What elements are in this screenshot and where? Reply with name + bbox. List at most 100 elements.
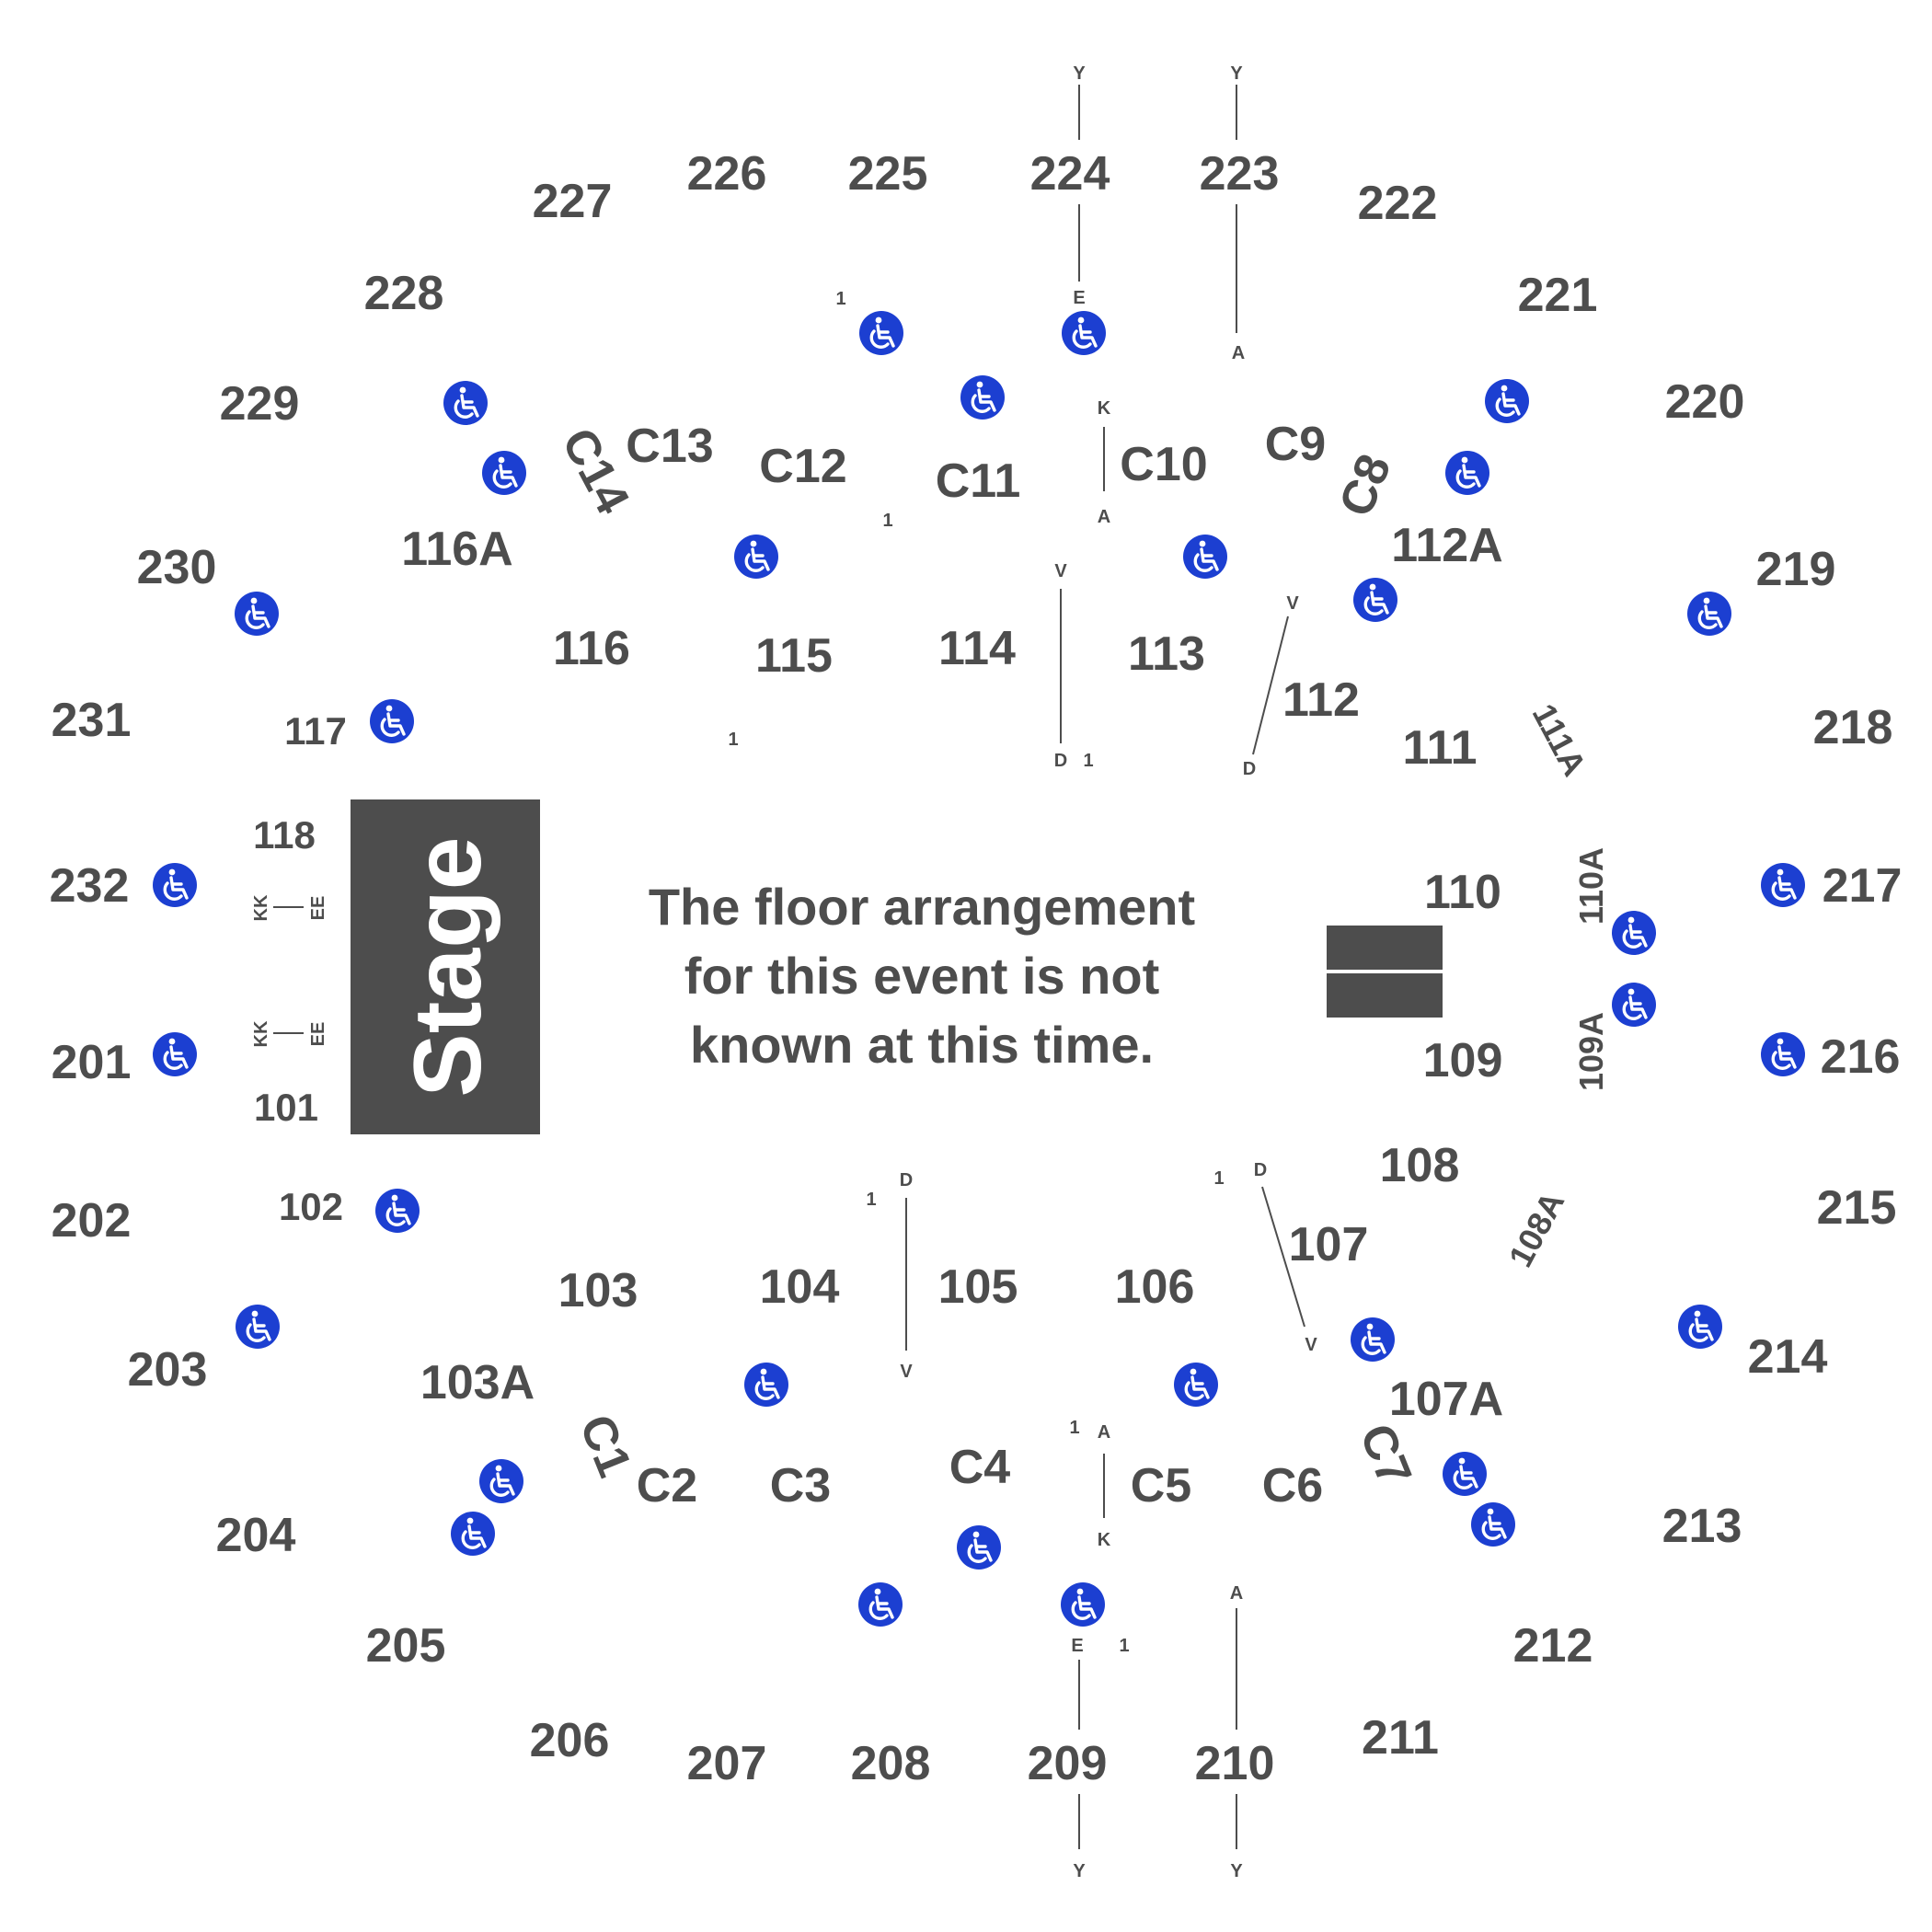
section-230[interactable]: 230 [137, 541, 217, 594]
section-225[interactable]: 225 [848, 147, 928, 201]
section-209[interactable]: 209 [1028, 1737, 1108, 1790]
section-232[interactable]: 232 [50, 859, 130, 913]
section-c3[interactable]: C3 [770, 1459, 831, 1512]
section-223[interactable]: 223 [1200, 147, 1280, 201]
wheelchair-icon[interactable] [234, 1303, 282, 1351]
section-c8[interactable]: C8 [1329, 447, 1402, 523]
section-110A[interactable]: 110A [1572, 847, 1610, 925]
section-105[interactable]: 105 [938, 1260, 1018, 1314]
section-214[interactable]: 214 [1748, 1330, 1828, 1384]
wheelchair-icon[interactable] [1759, 1030, 1807, 1078]
section-107A[interactable]: 107A [1389, 1373, 1503, 1426]
section-c7[interactable]: C7 [1349, 1417, 1421, 1493]
section-116A[interactable]: 116A [401, 523, 512, 576]
section-203[interactable]: 203 [128, 1343, 208, 1397]
wheelchair-icon[interactable] [1469, 1501, 1517, 1548]
section-115[interactable]: 115 [755, 629, 833, 683]
wheelchair-icon[interactable] [1610, 981, 1658, 1029]
section-207[interactable]: 207 [687, 1737, 767, 1790]
section-109A[interactable]: 109A [1572, 1012, 1610, 1091]
section-c4[interactable]: C4 [949, 1441, 1011, 1494]
wheelchair-icon[interactable] [449, 1510, 497, 1558]
wheelchair-icon[interactable] [959, 374, 1006, 421]
section-108[interactable]: 108 [1380, 1139, 1460, 1192]
wheelchair-icon[interactable] [1349, 1316, 1397, 1363]
wheelchair-icon[interactable] [1610, 909, 1658, 957]
wheelchair-icon[interactable] [1676, 1303, 1724, 1351]
section-c13[interactable]: C13 [626, 420, 713, 473]
section-224[interactable]: 224 [1030, 147, 1110, 201]
section-217[interactable]: 217 [1823, 859, 1903, 913]
section-211[interactable]: 211 [1362, 1711, 1439, 1765]
wheelchair-icon[interactable] [1483, 377, 1531, 425]
wheelchair-icon[interactable] [1685, 590, 1733, 638]
section-107[interactable]: 107 [1289, 1218, 1369, 1271]
section-221[interactable]: 221 [1518, 269, 1598, 322]
section-c10[interactable]: C10 [1120, 438, 1207, 491]
wheelchair-icon[interactable] [1759, 861, 1807, 909]
section-c2[interactable]: C2 [637, 1459, 697, 1512]
section-113[interactable]: 113 [1128, 627, 1205, 681]
section-102[interactable]: 102 [279, 1185, 343, 1228]
wheelchair-icon[interactable] [480, 449, 528, 497]
section-218[interactable]: 218 [1813, 701, 1893, 754]
wheelchair-icon[interactable] [1059, 1581, 1107, 1628]
section-204[interactable]: 204 [216, 1509, 296, 1562]
section-229[interactable]: 229 [220, 377, 300, 431]
section-201[interactable]: 201 [52, 1036, 132, 1089]
section-220[interactable]: 220 [1665, 375, 1745, 429]
wheelchair-icon[interactable] [1172, 1361, 1220, 1409]
section-117[interactable]: 117 [284, 709, 347, 753]
section-111[interactable]: 111 [1402, 721, 1477, 775]
section-103[interactable]: 103 [558, 1264, 638, 1317]
section-212[interactable]: 212 [1513, 1619, 1593, 1673]
wheelchair-icon[interactable] [1443, 449, 1491, 497]
wheelchair-icon[interactable] [1060, 309, 1108, 357]
wheelchair-icon[interactable] [151, 861, 199, 909]
section-206[interactable]: 206 [530, 1714, 610, 1767]
section-216[interactable]: 216 [1821, 1030, 1901, 1084]
section-109[interactable]: 109 [1423, 1034, 1503, 1087]
section-110[interactable]: 110 [1424, 866, 1501, 919]
section-104[interactable]: 104 [760, 1260, 840, 1314]
section-c5[interactable]: C5 [1131, 1459, 1191, 1512]
wheelchair-icon[interactable] [742, 1361, 790, 1409]
wheelchair-icon[interactable] [1351, 576, 1399, 624]
section-111A[interactable]: 111A [1525, 697, 1594, 782]
section-210[interactable]: 210 [1195, 1737, 1275, 1790]
section-c12[interactable]: C12 [759, 440, 846, 493]
section-226[interactable]: 226 [687, 147, 767, 201]
stage[interactable]: Stage [351, 799, 540, 1134]
section-106[interactable]: 106 [1115, 1260, 1195, 1314]
section-108A[interactable]: 108A [1501, 1186, 1572, 1273]
wheelchair-icon[interactable] [368, 697, 416, 745]
section-208[interactable]: 208 [851, 1737, 931, 1790]
section-c1[interactable]: C1 [569, 1408, 641, 1484]
wheelchair-icon[interactable] [732, 533, 780, 581]
wheelchair-icon[interactable] [151, 1030, 199, 1078]
wheelchair-icon[interactable] [374, 1187, 421, 1235]
wheelchair-icon[interactable] [1181, 533, 1229, 581]
section-c11[interactable]: C11 [936, 454, 1021, 508]
wheelchair-icon[interactable] [1441, 1450, 1489, 1498]
section-101[interactable]: 101 [254, 1086, 318, 1129]
section-205[interactable]: 205 [366, 1619, 446, 1673]
section-c9[interactable]: C9 [1265, 418, 1326, 471]
section-213[interactable]: 213 [1662, 1500, 1742, 1553]
section-114[interactable]: 114 [938, 622, 1016, 675]
wheelchair-icon[interactable] [233, 590, 281, 638]
section-118[interactable]: 118 [253, 813, 316, 857]
section-219[interactable]: 219 [1756, 543, 1836, 596]
wheelchair-icon[interactable] [857, 309, 905, 357]
section-227[interactable]: 227 [533, 175, 613, 228]
section-c6[interactable]: C6 [1262, 1459, 1323, 1512]
wheelchair-icon[interactable] [955, 1524, 1003, 1571]
wheelchair-icon[interactable] [857, 1581, 904, 1628]
section-231[interactable]: 231 [52, 694, 132, 747]
section-116[interactable]: 116 [553, 622, 630, 675]
section-222[interactable]: 222 [1358, 177, 1438, 230]
section-112[interactable]: 112 [1282, 673, 1360, 727]
section-202[interactable]: 202 [52, 1194, 132, 1248]
wheelchair-icon[interactable] [442, 379, 489, 427]
section-215[interactable]: 215 [1817, 1181, 1897, 1235]
